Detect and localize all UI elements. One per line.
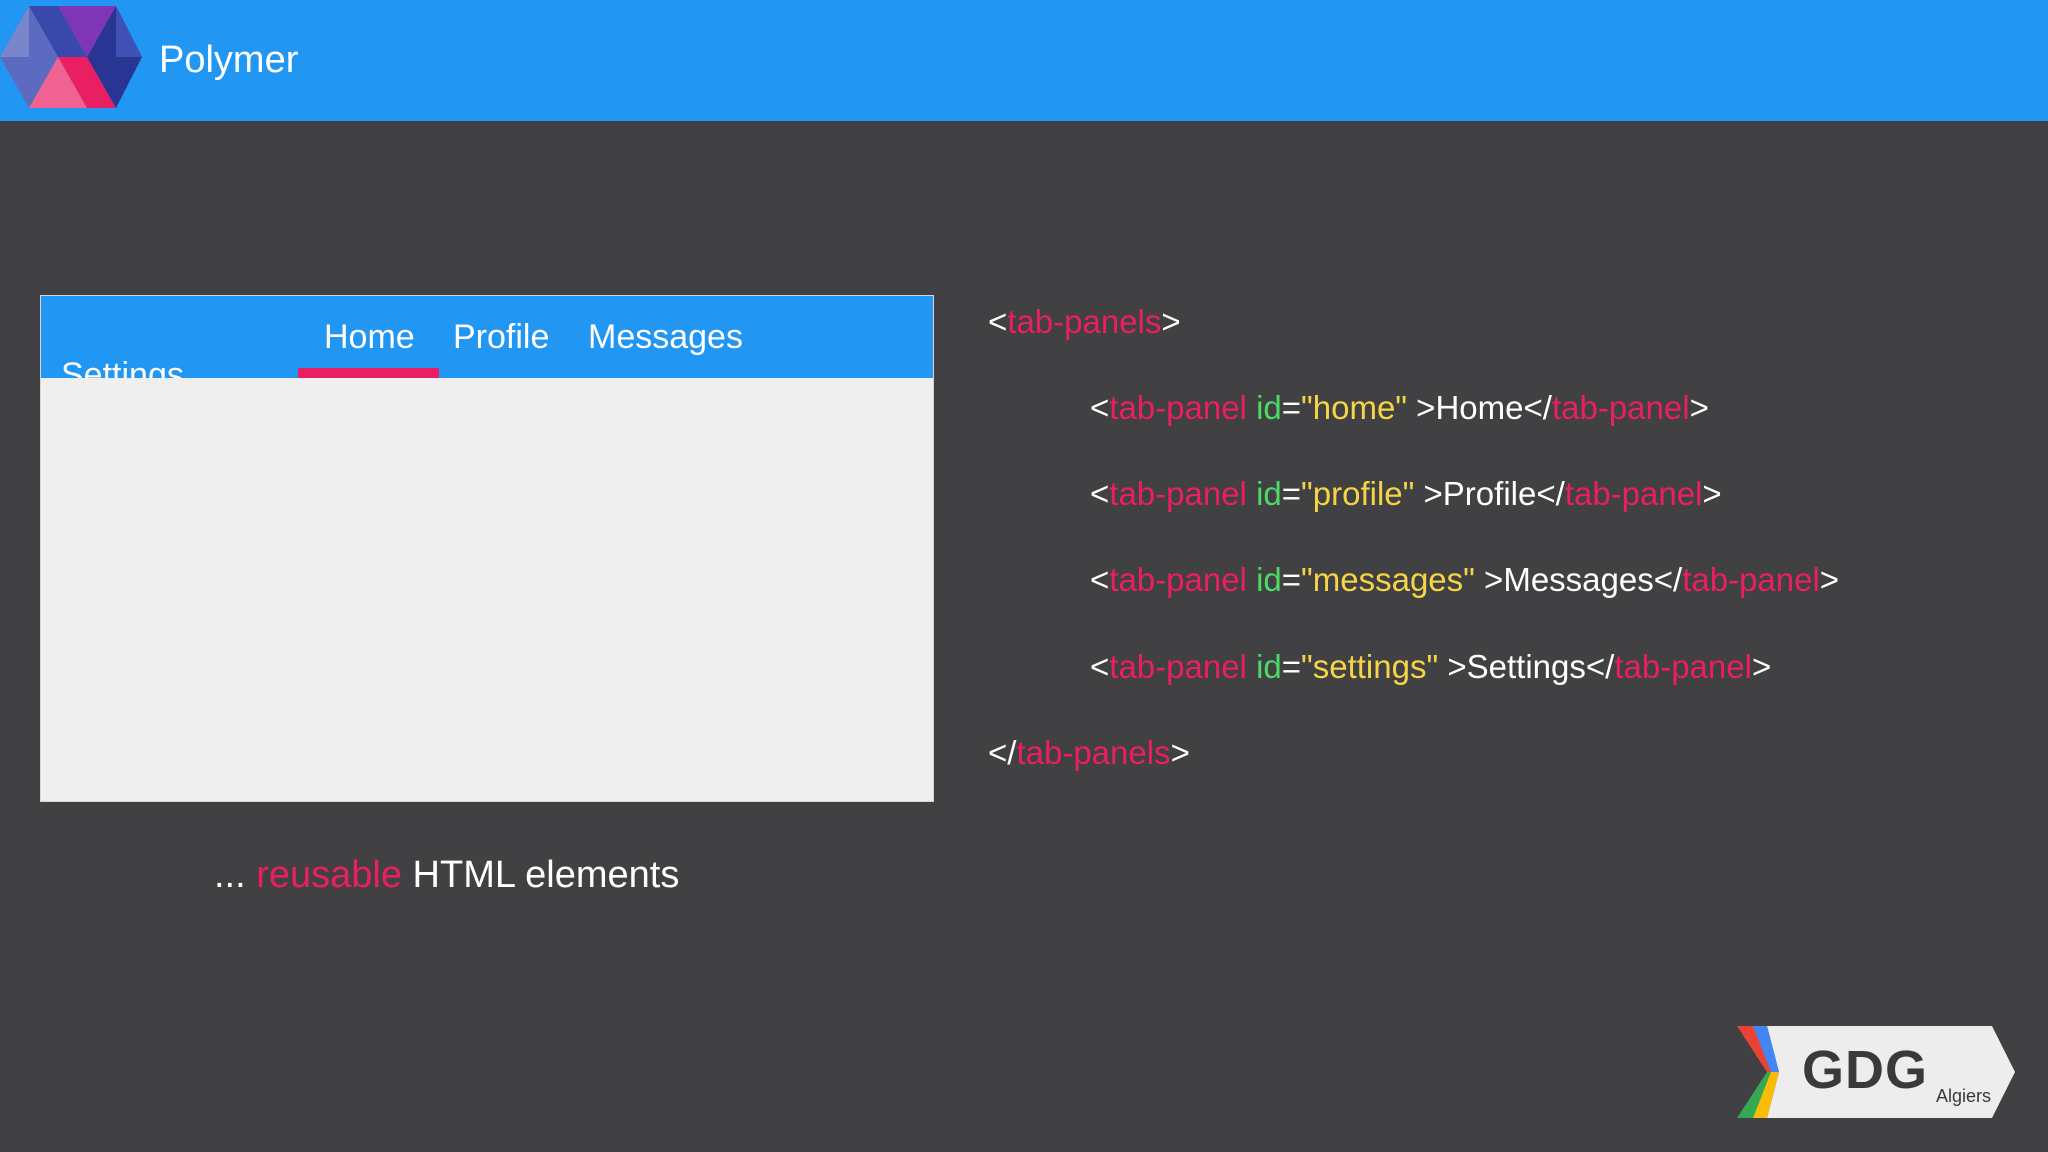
polymer-logo-icon (0, 6, 142, 108)
caption-prefix: ... (214, 854, 257, 896)
code-tag: tab-panel (1682, 561, 1820, 598)
code-line-panel-profile: <tab-panel id="profile" >Profile</tab-pa… (1090, 475, 1722, 512)
tab-settings[interactable]: Settings (61, 356, 184, 378)
code-tag: tab-panel (1109, 561, 1247, 598)
code-line-panel-settings: <tab-panel id="settings" >Settings</tab-… (1090, 648, 1772, 685)
code-line-panel-messages: <tab-panel id="messages" >Messages</tab-… (1090, 561, 1840, 598)
tab-profile[interactable]: Profile (453, 318, 550, 356)
code-tag: tab-panel (1109, 389, 1247, 426)
code-string: "home" (1301, 389, 1408, 426)
code-attribute: id (1256, 648, 1282, 685)
tab-panels-demo: Home Profile Messages Settings (40, 295, 934, 802)
code-text: Settings (1466, 648, 1586, 685)
gdg-title: GDG (1802, 1040, 1929, 1100)
app-title: Polymer (159, 39, 299, 81)
code-attribute: id (1256, 561, 1282, 598)
gdg-subtitle: Algiers (1936, 1086, 1992, 1106)
code-line-open: <tab-panels> (988, 303, 1181, 340)
header-bar: Polymer (0, 0, 2048, 121)
code-tag: tab-panel (1564, 475, 1703, 512)
code-line-close: </tab-panels> (988, 734, 1190, 771)
code-attribute: id (1256, 475, 1282, 512)
code-text: Home (1435, 389, 1524, 426)
slide-caption: ... reusable HTML elements (214, 852, 679, 898)
caption-highlight: reusable (256, 854, 402, 896)
code-string: "settings" (1301, 648, 1439, 685)
code-string: "messages" (1301, 561, 1475, 598)
tab-messages[interactable]: Messages (588, 318, 743, 356)
code-tag: tab-panel (1551, 389, 1690, 426)
caption-suffix: HTML elements (402, 854, 680, 896)
code-tag: tab-panel (1109, 648, 1247, 685)
code-tag: tab-panels (1016, 734, 1171, 771)
demo-tab-bar: Home Profile Messages Settings (41, 296, 933, 378)
tab-home[interactable]: Home (324, 318, 415, 356)
gdg-chevron-icon (1737, 1026, 2015, 1118)
code-tag: tab-panel (1614, 648, 1752, 685)
code-string: "profile" (1301, 475, 1415, 512)
code-tag: tab-panels (1007, 303, 1162, 340)
code-attribute: id (1256, 389, 1282, 426)
selected-tab-indicator (298, 368, 439, 378)
code-tag: tab-panel (1109, 475, 1247, 512)
code-line-panel-home: <tab-panel id="home" >Home</tab-panel> (1090, 389, 1709, 426)
code-text: Profile (1442, 475, 1537, 512)
code-text: Messages (1503, 561, 1654, 598)
